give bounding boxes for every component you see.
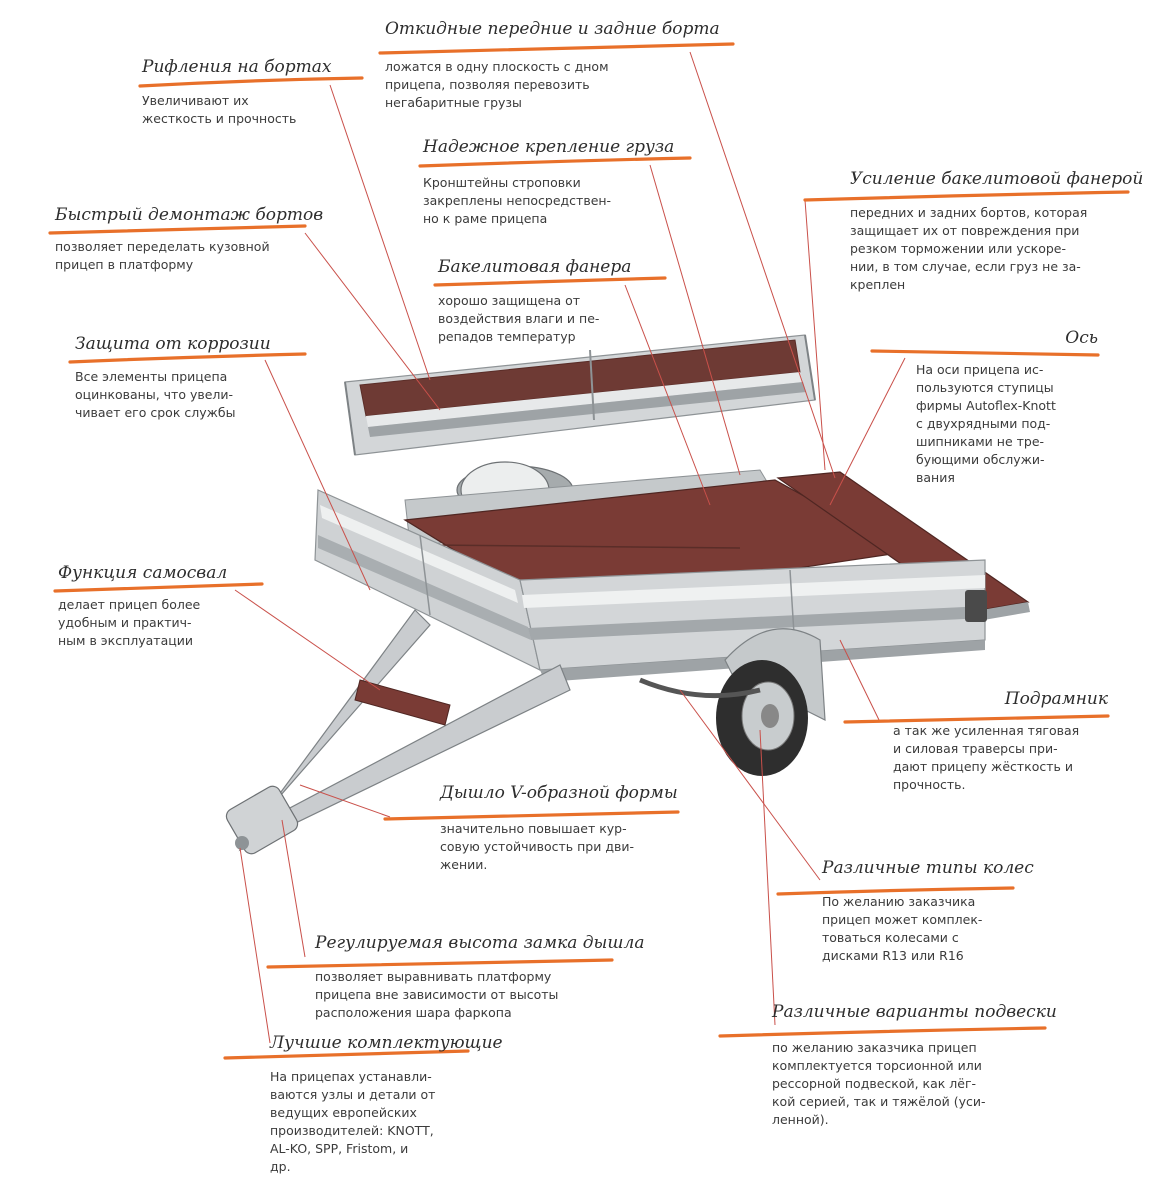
front-wall bbox=[314, 489, 541, 672]
callout-title: Быстрый демонтаж бортов bbox=[55, 205, 324, 225]
callout-drawbar: Дышло V-образной формы значительно повыш… bbox=[440, 782, 678, 874]
callout-components: Лучшие комплектующие На прицепах устанав… bbox=[270, 1032, 503, 1176]
callout-title: Бакелитовая фанера bbox=[438, 257, 632, 277]
callout-title: Надежное крепление груза bbox=[423, 137, 675, 157]
callout-desc: позволяет переделать кузовной прицеп в п… bbox=[55, 239, 270, 272]
callout-desc: Все элементы прицепа оцинкованы, что уве… bbox=[75, 369, 236, 420]
callout-tipper: Функция самосвал делает прицеп более удо… bbox=[58, 562, 227, 650]
callout-title: Ось bbox=[1065, 328, 1098, 348]
callout-title: Функция самосвал bbox=[58, 563, 228, 583]
callout-desc: Кронштейны строповки закреплены непосред… bbox=[423, 175, 612, 226]
detached-side-board bbox=[344, 334, 816, 456]
drawbar bbox=[225, 609, 571, 855]
callout-desc: позволяет выравнивать платформу прицепа … bbox=[315, 969, 559, 1020]
callout-title: Усиление бакелитовой фанерой bbox=[850, 169, 1144, 189]
trailer-illustration bbox=[225, 334, 1030, 855]
callout-desc: По желанию заказчика прицеп может компле… bbox=[822, 894, 983, 963]
callout-title: Защита от коррозии bbox=[75, 334, 271, 354]
callout-title: Лучшие комплектующие bbox=[270, 1033, 503, 1053]
leaf-spring bbox=[639, 677, 761, 699]
callout-title: Дышло V-образной формы bbox=[440, 783, 678, 803]
callout-desc: На прицепах устанавли- ваются узлы и дет… bbox=[270, 1069, 436, 1174]
callout-wheels: Различные типы колес По желанию заказчик… bbox=[822, 857, 1034, 965]
callout-title: Различные типы колес bbox=[822, 858, 1034, 878]
callout-subframe: Подрамник а так же усиленная тяговая и с… bbox=[893, 688, 1108, 794]
callout-desc: а так же усиленная тяговая и силовая тра… bbox=[893, 723, 1080, 792]
callout-desc: делает прицеп более удобным и практич- н… bbox=[58, 597, 201, 648]
callout-suspension: Различные варианты подвески по желанию з… bbox=[772, 1001, 1057, 1129]
callout-cargo-fix: Надежное крепление груза Кронштейны стро… bbox=[423, 136, 674, 228]
leader-lines bbox=[234, 51, 906, 1044]
callout-title: Откидные передние и задние борта bbox=[385, 19, 720, 39]
callout-desc: передних и задних бортов, которая защища… bbox=[850, 205, 1088, 292]
accent-underlines bbox=[48, 42, 1130, 1060]
callout-title: Различные варианты подвески bbox=[772, 1002, 1057, 1022]
near-side-wall bbox=[519, 559, 986, 671]
callout-axle: Ось На оси прицепа ис- пользуются ступиц… bbox=[916, 327, 1098, 487]
wheel bbox=[716, 628, 826, 776]
callout-desc: хорошо защищена от воздействия влаги и п… bbox=[438, 293, 600, 344]
rear-light bbox=[965, 590, 987, 622]
callout-desc: Увеличивают их жесткость и прочность bbox=[142, 93, 297, 126]
callout-desc: значительно повышает кур- совую устойчив… bbox=[440, 821, 634, 872]
callout-quick-dismount: Быстрый демонтаж бортов позволяет переде… bbox=[55, 204, 323, 274]
callout-title: Подрамник bbox=[1004, 689, 1108, 709]
callout-bakelite: Бакелитовая фанера хорошо защищена от во… bbox=[438, 256, 631, 346]
callout-desc: ложатся в одну плоскость с дном прицепа,… bbox=[385, 59, 609, 110]
callout-desc: по желанию заказчика прицеп комплектуетс… bbox=[772, 1040, 986, 1127]
callout-fold-boards: Откидные передние и задние борта ложатся… bbox=[385, 18, 720, 112]
callout-ribbing: Рифления на бортах Увеличивают их жестко… bbox=[142, 56, 331, 128]
callout-corrosion: Защита от коррозии Все элементы прицепа … bbox=[75, 333, 271, 422]
callout-title: Регулируемая высота замка дышла bbox=[315, 933, 645, 953]
callout-desc: На оси прицепа ис- пользуются ступицы фи… bbox=[916, 362, 1056, 485]
callout-bakelite-reinforce: Усиление бакелитовой фанерой передних и … bbox=[850, 168, 1143, 294]
callout-title: Рифления на бортах bbox=[142, 57, 332, 77]
callout-hitch-height: Регулируемая высота замка дышла позволяе… bbox=[315, 932, 644, 1022]
